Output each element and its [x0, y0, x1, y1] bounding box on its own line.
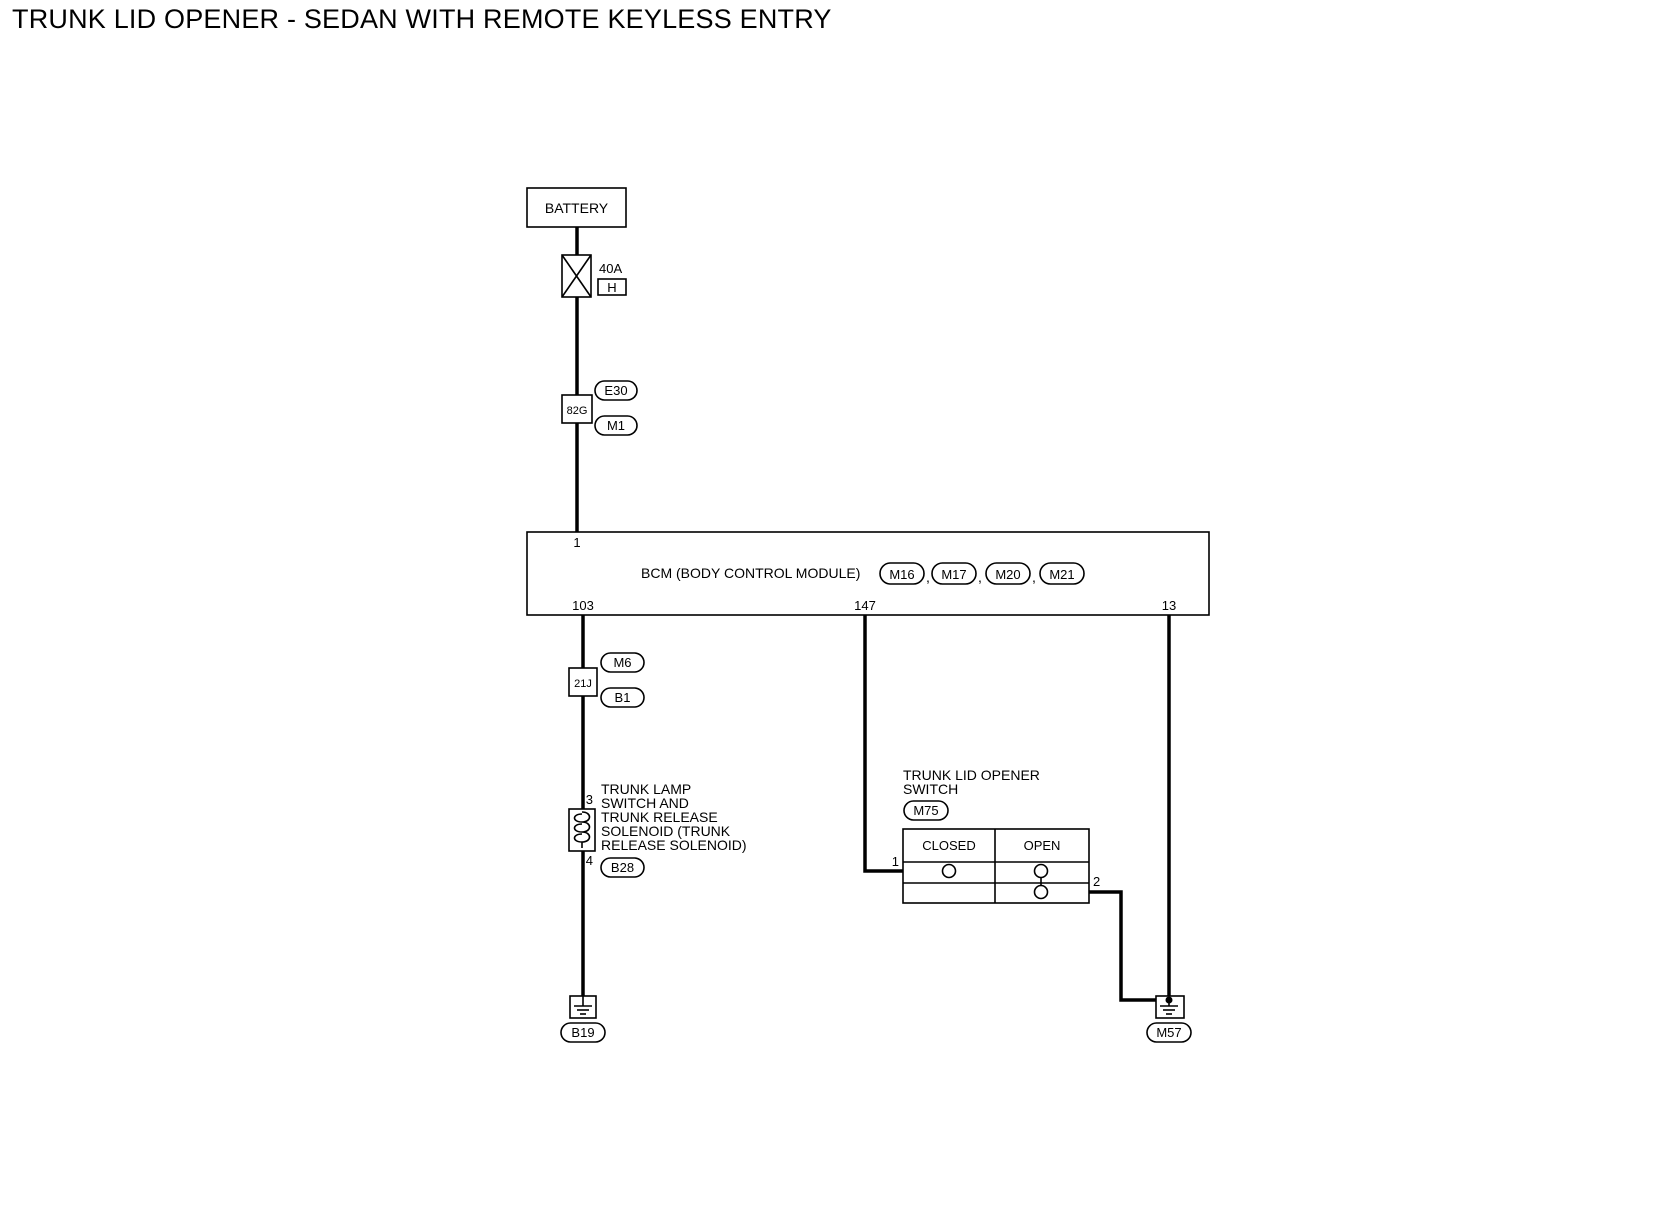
connector-code-m1: M1: [607, 418, 625, 433]
connector-code-e30: E30: [604, 383, 627, 398]
solenoid-pin-3: 3: [586, 792, 593, 807]
trunk-lid-opener-switch: TRUNK LID OPENER SWITCH M75 CLOSED OPEN …: [892, 767, 1100, 904]
bcm-label: BCM (BODY CONTROL MODULE): [641, 565, 860, 581]
solenoid-label-line: RELEASE SOLENOID): [601, 837, 747, 853]
switch-pin-2: 2: [1093, 874, 1100, 889]
ground-m57-label: M57: [1156, 1025, 1181, 1040]
bcm-separator: ,: [978, 569, 982, 585]
coil-icon: [573, 811, 591, 848]
ground-b19: B19: [560, 995, 606, 1043]
trunk-release-solenoid: 3 4 TRUNK LAMP SWITCH AND TRUNK RELEASE …: [568, 781, 747, 878]
connector-82g: 82G E30 M1: [561, 380, 638, 436]
solenoid-label-line: TRUNK LAMP: [601, 781, 691, 797]
battery: BATTERY: [526, 187, 627, 228]
bcm-connector-m16: M16: [889, 567, 914, 582]
solenoid-label-line: TRUNK RELEASE: [601, 809, 718, 825]
switch-pin-1: 1: [892, 854, 899, 869]
connector-21j-label: 21J: [574, 678, 592, 690]
bcm-module: 1 BCM (BODY CONTROL MODULE) M16 , M17 , …: [526, 531, 1210, 616]
solenoid-label-line: SOLENOID (TRUNK: [601, 823, 731, 839]
bcm-pin-147: 147: [854, 598, 876, 613]
connector-code-b28: B28: [611, 860, 634, 875]
switch-label-line: TRUNK LID OPENER: [903, 767, 1040, 783]
battery-label: BATTERY: [545, 200, 609, 216]
diagram-title: TRUNK LID OPENER - SEDAN WITH REMOTE KEY…: [12, 4, 832, 34]
wire-bcm-switch: [863, 615, 903, 873]
connector-21j: 21J M6 B1: [568, 652, 645, 708]
switch-connector-m75: M75: [913, 803, 938, 818]
bcm-pin-13: 13: [1162, 598, 1176, 613]
ground-m57: M57: [1146, 995, 1192, 1043]
connector-code-b1: B1: [615, 690, 631, 705]
fuse-rating: 40A: [599, 261, 622, 276]
ground-b19-label: B19: [571, 1025, 594, 1040]
switch-column-open: OPEN: [1024, 838, 1061, 853]
solenoid-label-line: SWITCH AND: [601, 795, 689, 811]
connector-code-m6: M6: [613, 655, 631, 670]
bcm-separator: ,: [1032, 569, 1036, 585]
bcm-connector-m21: M21: [1049, 567, 1074, 582]
bcm-connector-m17: M17: [941, 567, 966, 582]
wire-switch-ground: [1089, 890, 1157, 1002]
switch-label-line: SWITCH: [903, 781, 958, 797]
bcm-pin-1: 1: [573, 535, 580, 550]
switch-column-closed: CLOSED: [922, 838, 975, 853]
bcm-separator: ,: [926, 569, 930, 585]
solenoid-pin-4: 4: [586, 853, 593, 868]
connector-82g-label: 82G: [567, 405, 588, 417]
fuse-40a: 40A H: [561, 254, 627, 298]
fuse-block: H: [607, 280, 616, 295]
contact-circle: [941, 863, 957, 879]
bcm-connector-m20: M20: [995, 567, 1020, 582]
bcm-pin-103: 103: [572, 598, 594, 613]
